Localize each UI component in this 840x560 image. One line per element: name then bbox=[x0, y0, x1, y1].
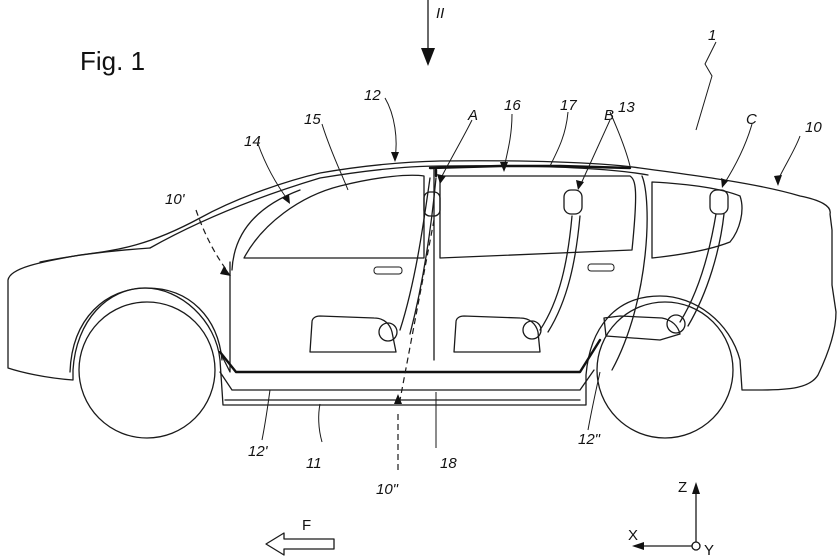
front-seat bbox=[309, 315, 398, 353]
axis-z-label: Z bbox=[678, 479, 687, 496]
pillar-a bbox=[399, 177, 441, 401]
roof-frame bbox=[428, 164, 632, 170]
label-body-front: 10' bbox=[165, 191, 186, 208]
label-pillar-b: B bbox=[604, 107, 614, 124]
label-pillar-c: C bbox=[746, 111, 757, 128]
rear-seat bbox=[453, 315, 542, 353]
label-sill: 11 bbox=[306, 455, 322, 472]
axis-y-label: Y bbox=[704, 542, 714, 559]
leader-lines bbox=[257, 41, 801, 470]
front-wheel bbox=[69, 287, 223, 439]
label-frame-front: 12' bbox=[248, 443, 269, 460]
label-roof-panel: 16 bbox=[504, 97, 521, 114]
label-roof-rear: 13 bbox=[618, 99, 635, 116]
roof-inner-line bbox=[149, 165, 649, 249]
pillar-b bbox=[539, 189, 583, 333]
label-body: 10 bbox=[805, 119, 822, 136]
coordinate-axes: Z X Y bbox=[628, 479, 714, 559]
label-body-under: 10" bbox=[376, 481, 399, 498]
windows bbox=[243, 174, 743, 259]
third-seat bbox=[603, 314, 686, 341]
label-pillar-a: A bbox=[467, 107, 478, 124]
leader-10prime bbox=[195, 209, 229, 273]
label-floor: 18 bbox=[440, 455, 457, 472]
label-frame-rear: 12" bbox=[578, 431, 601, 448]
direction-arrow: F bbox=[265, 517, 335, 556]
rear-wheel bbox=[596, 301, 734, 439]
car-body bbox=[7, 160, 837, 406]
body-outline bbox=[7, 160, 837, 406]
floor-frame bbox=[218, 338, 602, 401]
label-roof-rail: 17 bbox=[560, 97, 577, 114]
view-arrow: II bbox=[421, 0, 444, 66]
label-windshield: 15 bbox=[304, 111, 321, 128]
label-a-pillar: 14 bbox=[244, 133, 261, 150]
rear-door-handle bbox=[587, 263, 615, 272]
figure-title: Fig. 1 bbox=[80, 46, 145, 76]
front-door-handle bbox=[373, 266, 403, 275]
pillar-c bbox=[679, 189, 729, 327]
label-roof-frame: 12 bbox=[364, 87, 381, 104]
axis-x-label: X bbox=[628, 527, 638, 544]
label-vehicle: 1 bbox=[708, 27, 716, 44]
view-marker-label: II bbox=[436, 5, 444, 22]
direction-label: F bbox=[302, 517, 311, 534]
